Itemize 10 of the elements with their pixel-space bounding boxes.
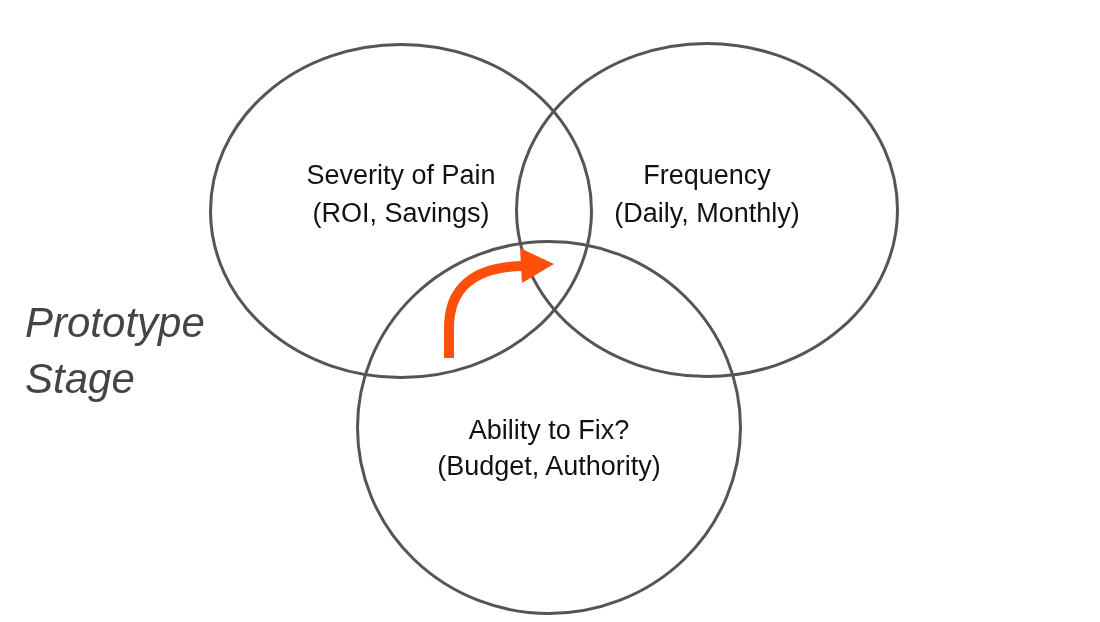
circle-subtitle: (ROI, Savings) <box>312 197 490 229</box>
stage-label: Prototype Stage <box>25 298 206 404</box>
venn-circle <box>515 42 899 378</box>
circle-title: Ability to Fix? <box>468 414 630 446</box>
circle-title: Frequency <box>643 159 771 191</box>
circle-subtitle: (Budget, Authority) <box>437 450 661 482</box>
venn-circle <box>356 240 742 615</box>
venn-circle <box>209 43 593 379</box>
circle-subtitle: (Daily, Monthly) <box>614 197 800 229</box>
circle-title: Severity of Pain <box>306 159 496 191</box>
